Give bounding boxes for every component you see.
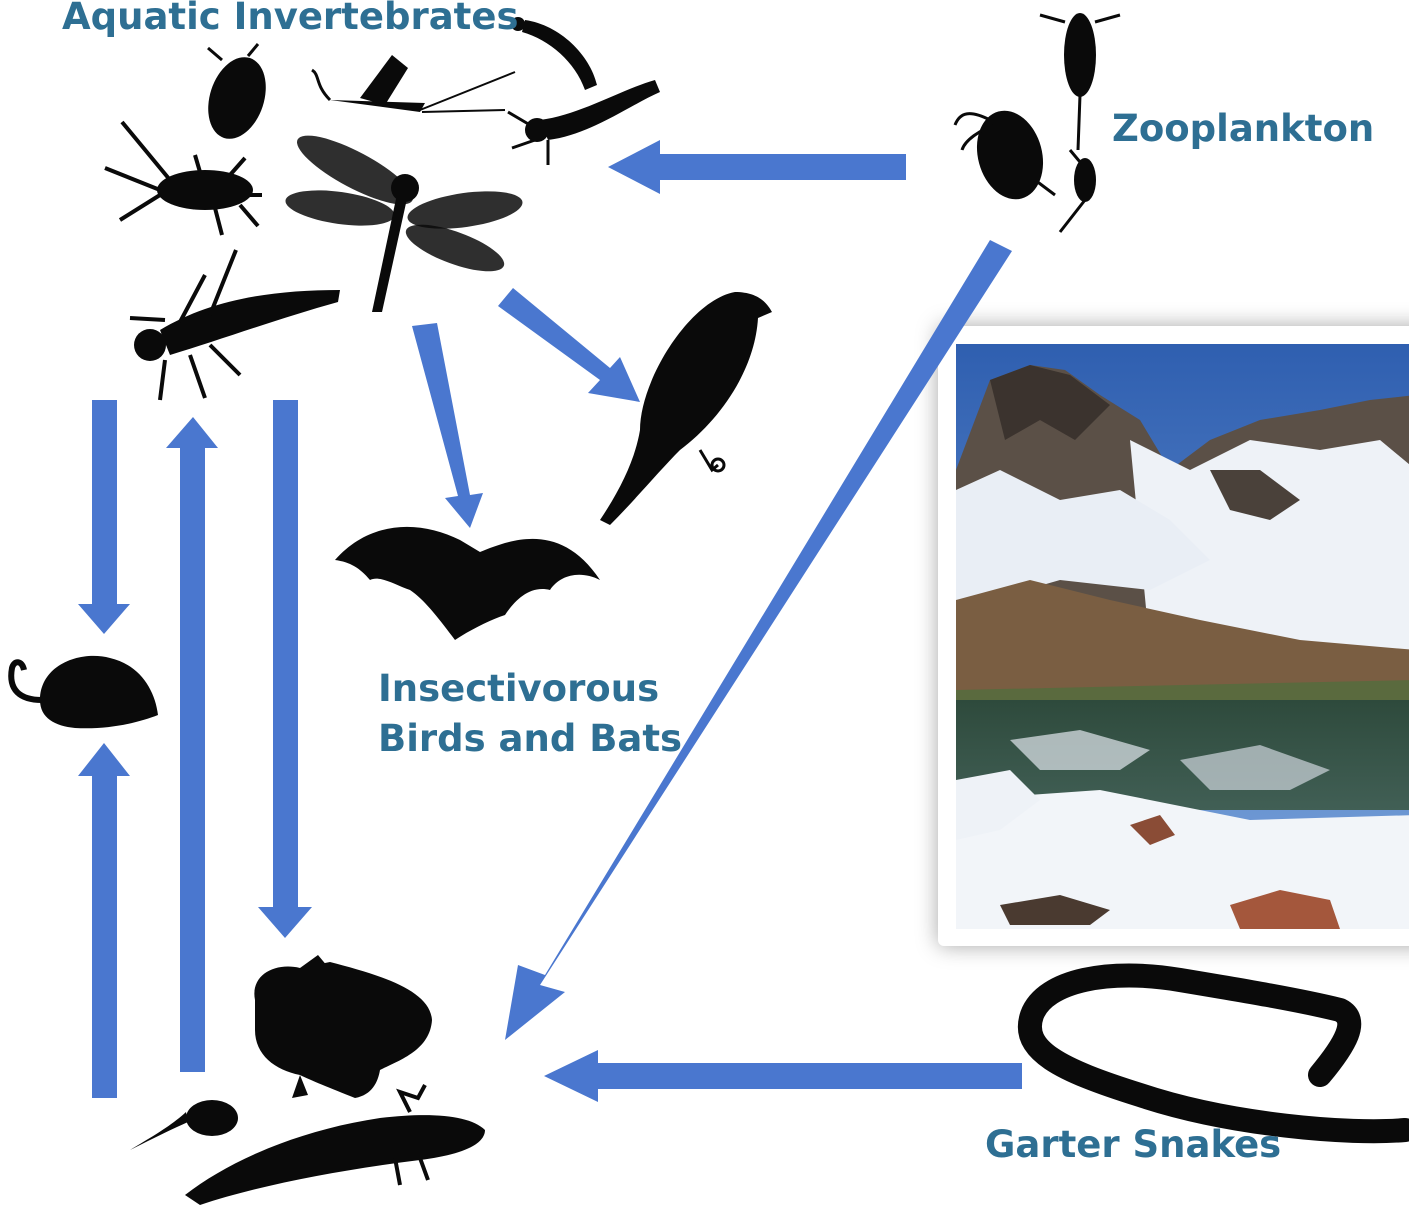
- label-line-2: Birds and Bats: [378, 717, 682, 760]
- copepod-icon-2: [1060, 150, 1096, 232]
- label-insectivorous-birds-and-bats: Insectivorous Birds and Bats: [378, 664, 682, 764]
- daphnia-icon: [955, 103, 1055, 206]
- arrow-snakes-to-frog: [544, 1050, 1022, 1102]
- bird-icon: [600, 292, 772, 525]
- mayfly-icon: [312, 55, 515, 112]
- stonefly-nymph-icon: [105, 122, 262, 235]
- copepod-icon: [1040, 13, 1120, 150]
- arrow-invertebrates-to-shrew: [78, 400, 130, 634]
- dragonfly-icon: [283, 124, 524, 312]
- beetle-icon: [198, 44, 275, 146]
- alpine-lake-photo: [956, 344, 1409, 929]
- frog-icon: [254, 955, 432, 1098]
- arrow-frog-to-shrew: [78, 743, 130, 1098]
- zooplankton-group: [955, 13, 1120, 232]
- arrow-invertebrates-to-frog: [258, 400, 312, 938]
- label-line-1: Insectivorous: [378, 667, 659, 710]
- amphibian-larvae-group: [130, 1085, 485, 1205]
- tadpole-icon: [130, 1100, 238, 1150]
- label-aquatic-invertebrates: Aquatic Invertebrates: [62, 0, 518, 42]
- label-zooplankton: Zooplankton: [1112, 104, 1374, 154]
- arrow-invertebrates-to-bat: [412, 323, 483, 528]
- arrow-shrew-to-invertebrates: [166, 417, 218, 1072]
- bat-icon: [335, 527, 600, 640]
- arrow-zooplankton-to-invertebrates: [608, 140, 906, 194]
- snake-icon: [1030, 975, 1405, 1131]
- damselfly-nymph-icon: [130, 250, 340, 400]
- salamander-icon: [185, 1085, 485, 1205]
- arrows: [78, 140, 1022, 1102]
- larva-icon: [511, 17, 597, 90]
- label-garter-snakes: Garter Snakes: [985, 1120, 1281, 1170]
- arrow-invertebrates-to-bird: [498, 288, 640, 402]
- shrew-icon: [11, 656, 158, 728]
